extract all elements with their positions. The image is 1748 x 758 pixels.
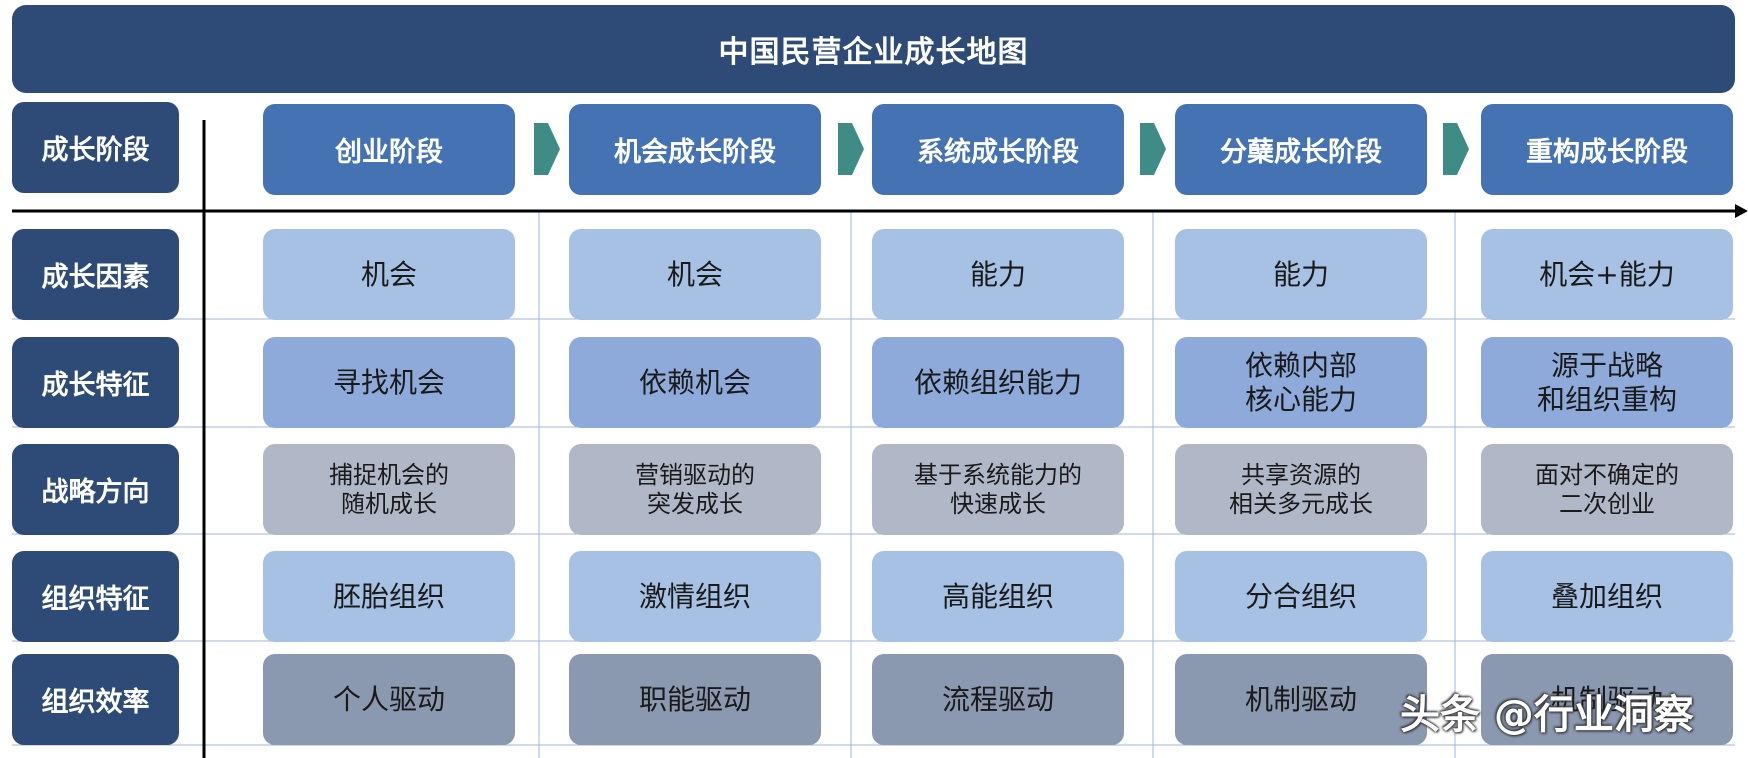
factor-cell: 能力 [1175, 229, 1427, 320]
efficiency-cell: 职能驱动 [569, 654, 821, 745]
stage-5: 重构成长阶段 [1481, 104, 1733, 195]
factor-cell: 能力 [872, 229, 1124, 320]
row-label-factor: 成长因素 [12, 229, 179, 320]
row-label-org: 组织特征 [12, 551, 179, 642]
strategy-cell: 基于系统能力的快速成长 [872, 444, 1124, 535]
feature-cell: 依赖机会 [569, 337, 821, 428]
next-stage-arrow-icon [1443, 123, 1469, 175]
next-stage-arrow-icon [1140, 123, 1166, 175]
page-title: 中国民营企业成长地图 [12, 5, 1735, 93]
watermark: 头条 @行业洞察 [1400, 692, 1694, 738]
feature-cell: 寻找机会 [263, 337, 515, 428]
org-cell: 胚胎组织 [263, 551, 515, 642]
org-cell: 叠加组织 [1481, 551, 1733, 642]
feature-cell: 源于战略和组织重构 [1481, 337, 1733, 428]
next-stage-arrow-icon [534, 123, 560, 175]
row-label-stage: 成长阶段 [12, 102, 179, 193]
org-cell: 高能组织 [872, 551, 1124, 642]
row-label-strategy: 战略方向 [12, 444, 179, 535]
axis-arrowhead [1735, 204, 1748, 218]
factor-cell: 机会+能力 [1481, 229, 1733, 320]
stage-2: 机会成长阶段 [569, 104, 821, 195]
factor-cell: 机会 [569, 229, 821, 320]
feature-cell: 依赖内部核心能力 [1175, 337, 1427, 428]
efficiency-cell: 流程驱动 [872, 654, 1124, 745]
feature-cell: 依赖组织能力 [872, 337, 1124, 428]
org-cell: 激情组织 [569, 551, 821, 642]
efficiency-cell: 机制驱动 [1175, 654, 1427, 745]
row-label-efficiency: 组织效率 [12, 654, 179, 745]
strategy-cell: 共享资源的相关多元成长 [1175, 444, 1427, 535]
efficiency-cell: 个人驱动 [263, 654, 515, 745]
stage-3: 系统成长阶段 [872, 104, 1124, 195]
factor-cell: 机会 [263, 229, 515, 320]
org-cell: 分合组织 [1175, 551, 1427, 642]
strategy-cell: 营销驱动的突发成长 [569, 444, 821, 535]
strategy-cell: 捕捉机会的随机成长 [263, 444, 515, 535]
row-label-feature: 成长特征 [12, 337, 179, 428]
strategy-cell: 面对不确定的二次创业 [1481, 444, 1733, 535]
stage-1: 创业阶段 [263, 104, 515, 195]
next-stage-arrow-icon [838, 123, 864, 175]
stage-4: 分蘖成长阶段 [1175, 104, 1427, 195]
efficiency-cell: 机制驱动 [1481, 654, 1733, 745]
